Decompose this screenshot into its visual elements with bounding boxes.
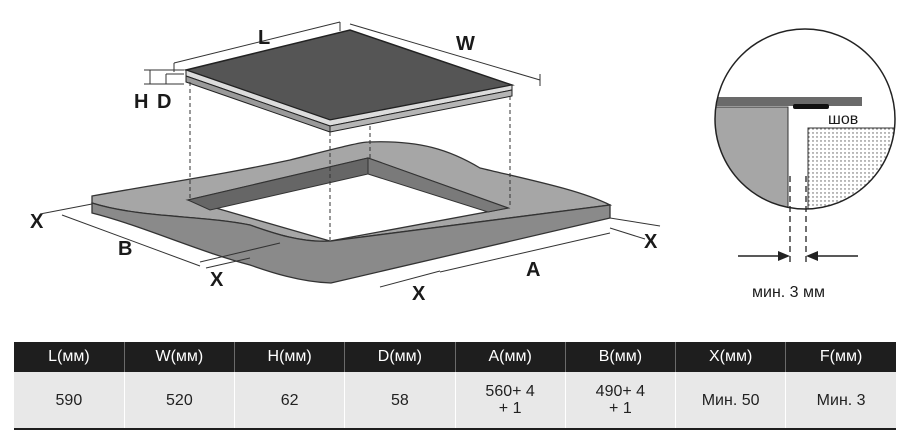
hob-right-side	[329, 89, 513, 133]
detail-counter-right	[807, 127, 895, 209]
value-W: 520	[124, 372, 236, 429]
label-H: H	[134, 91, 148, 113]
countertop	[91, 141, 613, 284]
hob	[183, 29, 515, 133]
value-A: 560+ 4 + 1	[455, 372, 566, 429]
label-X-right: X	[644, 231, 658, 253]
header-W: W(мм)	[124, 342, 236, 372]
seam-detail: шов мин. 3 мм	[714, 28, 896, 301]
label-X-bottom: X	[412, 283, 426, 305]
label-W: W	[456, 33, 475, 55]
table-row: 590 520 62 58 560+ 4 + 1 490+ 4 + 1 Мин.…	[14, 372, 896, 429]
header-F: F(мм)	[785, 342, 896, 372]
header-L: L(мм)	[14, 342, 125, 372]
label-L: L	[258, 27, 270, 49]
value-H: 62	[234, 372, 346, 429]
label-B: B	[118, 238, 132, 260]
header-X: X(мм)	[675, 342, 787, 372]
dimension-lines	[39, 21, 661, 288]
value-L: 590	[14, 372, 125, 429]
label-D: D	[157, 91, 171, 113]
label-X-left: X	[30, 211, 44, 233]
label-A: A	[526, 259, 540, 281]
detail-circle-outline	[714, 28, 896, 210]
value-F: Мин. 3	[785, 372, 896, 429]
label-X-bottom-left: X	[210, 269, 224, 291]
header-A: A(мм)	[455, 342, 566, 372]
value-X: Мин. 50	[675, 372, 787, 429]
value-D: 58	[344, 372, 456, 429]
label-seam: шов	[828, 111, 858, 128]
installation-diagram: L W H D X B X X A X шов мин. 3 мм	[30, 21, 896, 305]
projection-lines	[189, 82, 511, 240]
detail-seam	[793, 104, 829, 109]
header-D: D(мм)	[344, 342, 456, 372]
detail-counter-left	[715, 106, 789, 209]
label-min-gap: мин. 3 мм	[752, 284, 825, 301]
header-H: H(мм)	[234, 342, 346, 372]
detail-hob-panel	[715, 97, 862, 106]
value-B: 490+ 4 + 1	[565, 372, 677, 429]
table-header-row: L(мм) W(мм) H(мм) D(мм) A(мм) B(мм) X(мм…	[14, 342, 896, 372]
header-B: B(мм)	[565, 342, 677, 372]
cutout-right-wall	[367, 157, 510, 213]
dimensions-table: L(мм) W(мм) H(мм) D(мм) A(мм) B(мм) X(мм…	[14, 342, 896, 430]
